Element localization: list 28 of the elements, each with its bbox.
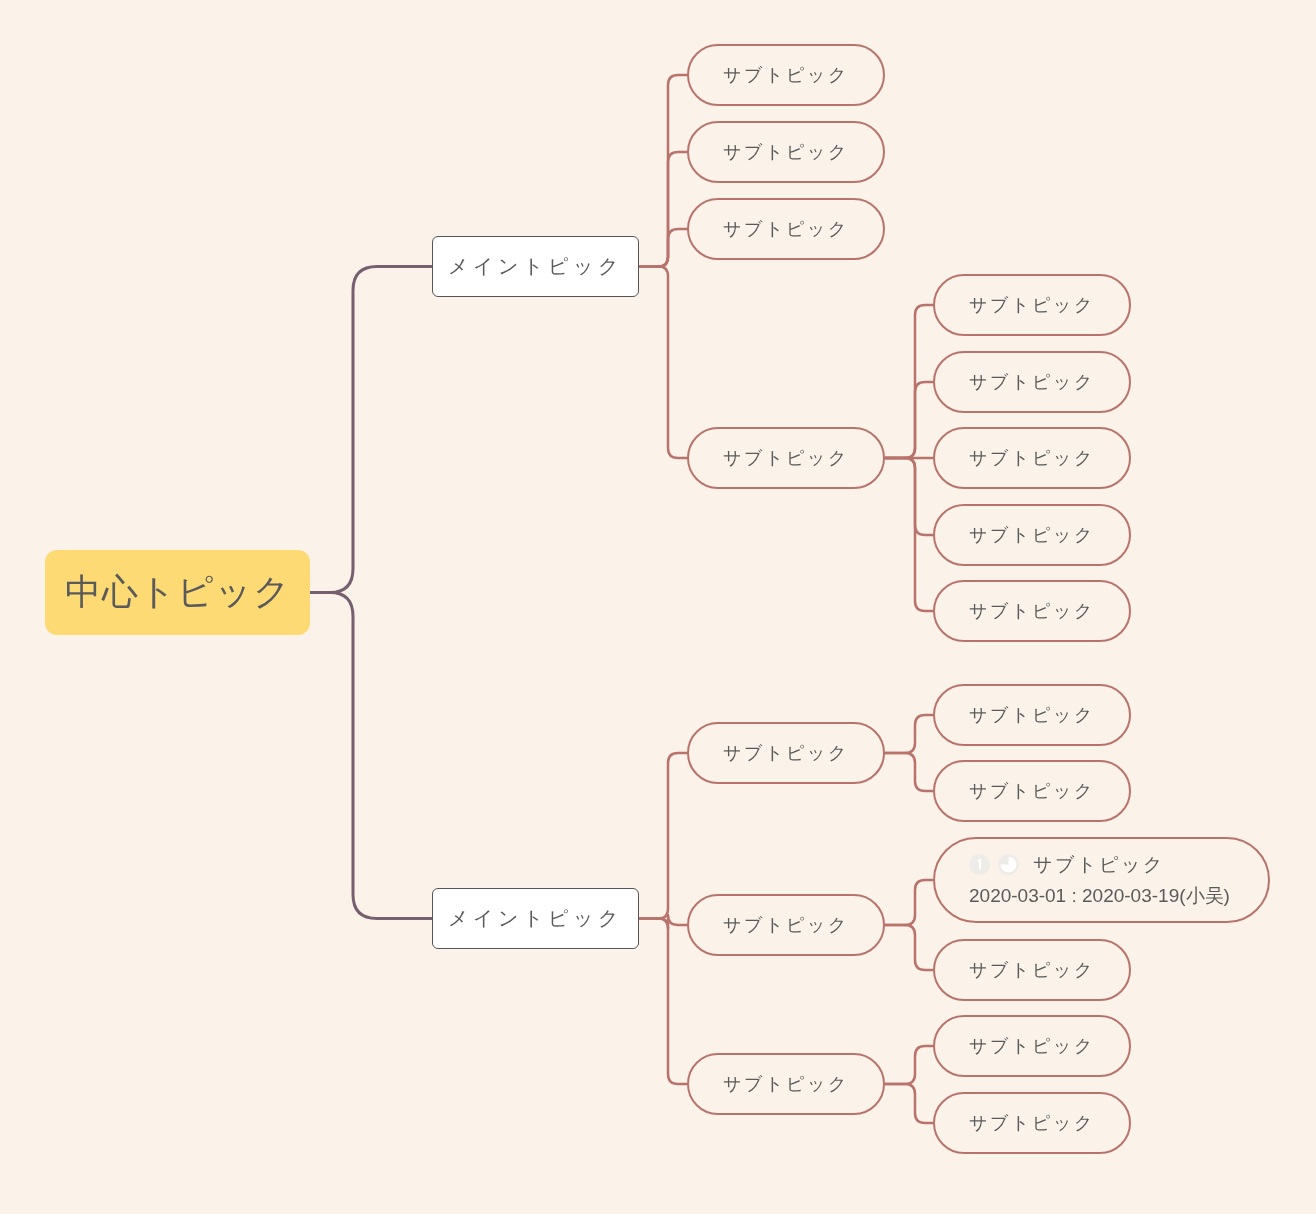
date-range-text: 2020-03-01 : 2020-03-19(小吴): [969, 883, 1230, 908]
bracket-line: [637, 917, 689, 1086]
subtopic-pill: サブトピック: [933, 580, 1131, 642]
subtopic-pill: サブトピック: [687, 894, 885, 956]
bracket-line: [883, 1082, 935, 1125]
subtopic-pill: サブトピック: [933, 1092, 1131, 1154]
subtopic-pill: サブトピック: [933, 760, 1131, 822]
bracket-line: [883, 456, 935, 613]
bracket-line: [883, 751, 935, 793]
main-topic-box: メイントピック: [432, 888, 639, 949]
subtopic-pill: サブトピック: [933, 427, 1131, 489]
subtopic-pill: サブトピック: [933, 939, 1131, 1001]
subtopic-pill: サブトピック: [933, 684, 1131, 746]
central-topic-box: 中心トピック: [45, 550, 310, 635]
subtopic-pill: サブトピック: [687, 44, 885, 106]
subtopic-pill: サブトピック: [687, 427, 885, 489]
main-topic-box: メイントピック: [432, 236, 639, 297]
subtopic-pill: サブトピック: [687, 198, 885, 260]
subtopic-pill: サブトピック: [933, 274, 1131, 336]
subtopic-pill: サブトピック: [933, 504, 1131, 566]
topic-text: サブトピック: [1033, 852, 1165, 877]
subtopic-pill: サブトピック: [687, 722, 885, 784]
subtopic-pill: サブトピック: [687, 1053, 885, 1115]
subtopic-pill: サブトピック: [933, 351, 1131, 413]
bracket-line: [637, 265, 689, 460]
subtopic-pill: サブトピック: [687, 121, 885, 183]
bracket-line: [883, 923, 935, 972]
subtopic-pill: サブトピック: [933, 1015, 1131, 1077]
